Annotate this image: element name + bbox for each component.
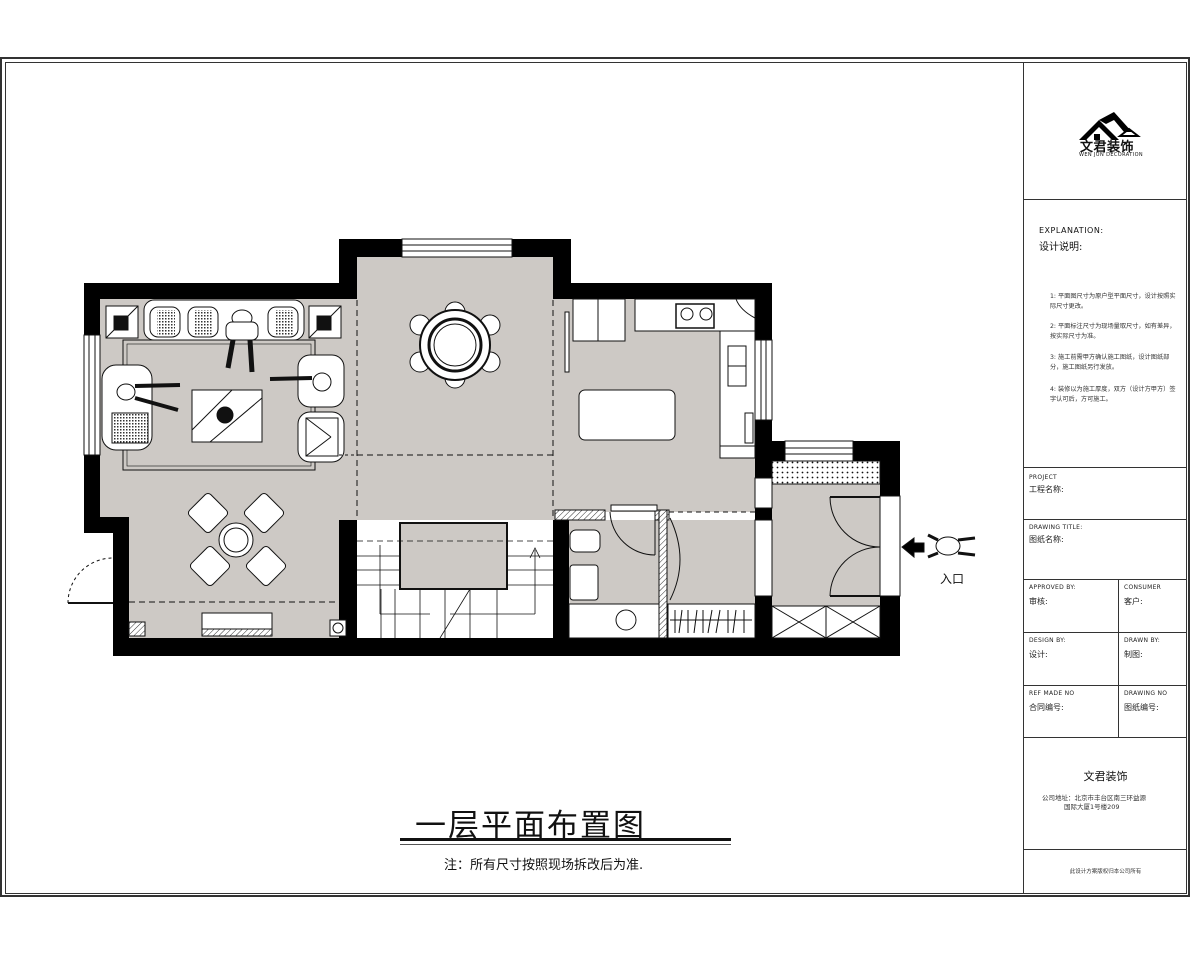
copyright-footer: 此设计方案版权归本公司所有: [1069, 869, 1142, 875]
drawing-frame-inner: [5, 62, 1187, 894]
drawing-title-field: DRAWING TITLE: 图纸名称:: [1024, 520, 1187, 580]
entry-label: 入口: [940, 572, 965, 586]
company-address-line-1: 公司地址：北京市丰台区南三环益源: [1042, 794, 1146, 802]
approved-by-label-cn: 审核:: [1029, 597, 1048, 606]
ref-no-label-en: REF MADE NO: [1029, 690, 1075, 697]
approved-by-cell: APPROVED BY: 审核:: [1024, 580, 1119, 633]
company-address: 公司地址：北京市丰台区南三环益源 国际大厦1号楼209: [1042, 794, 1182, 812]
ref-no-label-cn: 合同编号:: [1029, 703, 1064, 712]
dining-room: [339, 300, 554, 520]
explanation-title-cn: 设计说明:: [1039, 242, 1083, 253]
house-logo-icon: [1079, 112, 1141, 140]
staircase: [357, 522, 553, 639]
drawing-note: 注：所有尺寸按照现场拆改后为准.: [444, 858, 644, 873]
entrance-hall: [771, 460, 976, 639]
explanation-section: EXPLANATION: 设计说明: 1: 平面图尺寸为原户型平面尺寸，设计按照…: [1024, 200, 1187, 468]
explanation-note-4: 4: 装修以为施工厚度，双方（设计方甲方）签字认可后，方可施工。: [1050, 386, 1176, 403]
title-block: 文君装饰 WEN JUN DECORATION EXPLANATION: 设计说…: [1023, 62, 1187, 894]
design-by-label-cn: 设计:: [1029, 650, 1048, 659]
title-underline-thick: [400, 838, 731, 841]
approved-by-label-en: APPROVED BY:: [1029, 584, 1076, 591]
drawing-no-label-en: DRAWING NO: [1124, 690, 1168, 697]
logo-section: 文君装饰 WEN JUN DECORATION: [1024, 62, 1187, 200]
logo-name: 文君装饰: [1080, 140, 1135, 155]
explanation-note-2: 2: 平面标注尺寸为现场量取尺寸，如有差异，按实际尺寸为准。: [1050, 323, 1176, 340]
consumer-label-cn: 客户:: [1124, 597, 1143, 606]
kitchen: [564, 298, 756, 459]
logo-subtitle: WEN JUN DECORATION: [1079, 152, 1144, 158]
project-label-cn: 工程名称:: [1029, 485, 1064, 494]
floor-plan: [67, 238, 976, 656]
design-by-label-en: DESIGN BY:: [1029, 637, 1066, 644]
explanation-note-3: 3: 施工前需甲方确认施工图纸，设计图纸部分，施工图纸另行发放。: [1050, 354, 1170, 371]
consumer-label-en: CONSUMER: [1124, 584, 1162, 591]
signoff-grid: APPROVED BY: 审核: CONSUMER 客户: DESIGN BY:…: [1024, 580, 1187, 738]
drawing-title-label-cn: 图纸名称:: [1029, 535, 1064, 544]
company-section: 文君装饰 公司地址：北京市丰台区南三环益源 国际大厦1号楼209: [1024, 738, 1187, 850]
drawing-no-cell: DRAWING NO 图纸编号:: [1119, 686, 1187, 738]
ref-no-cell: REF MADE NO 合同编号:: [1024, 686, 1119, 738]
drawing-no-label-cn: 图纸编号:: [1124, 703, 1159, 712]
explanation-title-en: EXPLANATION:: [1039, 226, 1104, 235]
drawing-frame-outer: [0, 57, 1190, 897]
drawn-by-cell: DRAWN BY: 制图:: [1119, 633, 1187, 686]
project-label-en: PROJECT: [1029, 474, 1058, 481]
company-name: 文君装饰: [1083, 770, 1128, 783]
project-field: PROJECT 工程名称:: [1024, 468, 1187, 520]
company-address-line-2: 国际大厦1号楼209: [1064, 803, 1120, 811]
consumer-cell: CONSUMER 客户:: [1119, 580, 1187, 633]
drawing-title-label-en: DRAWING TITLE:: [1029, 524, 1083, 531]
drawn-by-label-cn: 制图:: [1124, 650, 1143, 659]
windows: [83, 238, 854, 597]
bathroom: [554, 504, 756, 639]
drawn-by-label-en: DRAWN BY:: [1124, 637, 1161, 644]
title-underline-thin: [400, 844, 731, 845]
living-room: [67, 299, 347, 637]
design-by-cell: DESIGN BY: 设计:: [1024, 633, 1119, 686]
footer-section: 此设计方案版权归本公司所有: [1024, 850, 1187, 894]
explanation-note-1: 1: 平面图尺寸为原户型平面尺寸，设计按照实际尺寸更改。: [1050, 293, 1176, 310]
